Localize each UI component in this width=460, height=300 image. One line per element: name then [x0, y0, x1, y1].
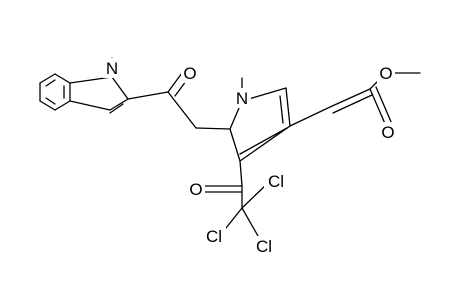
- nitrogen-label: N: [106, 59, 118, 78]
- atom-label-cl-1: Cl: [264, 171, 288, 191]
- indole-benzene-ring: [39, 73, 71, 111]
- oxygen-label: O: [381, 123, 394, 142]
- atom-label-n-indole: N: [103, 58, 121, 78]
- nitrogen-label: N: [236, 89, 248, 108]
- acrylate-side-chain: [289, 72, 421, 127]
- oxygen-label: O: [189, 180, 202, 199]
- atom-label-o-ketone: O: [181, 63, 199, 83]
- oxygen-label: O: [183, 64, 196, 83]
- atom-label-cl-3: Cl: [252, 236, 276, 256]
- atom-label-cl-2: Cl: [202, 226, 226, 246]
- atom-label-o-trichloroacetyl: O: [187, 179, 205, 199]
- chlorine-label: Cl: [256, 237, 272, 256]
- atom-label-n-pyridine: N: [233, 88, 251, 108]
- chlorine-label: Cl: [206, 227, 222, 246]
- atom-label-o-ester-ether: O: [377, 63, 395, 83]
- chlorine-label: Cl: [268, 172, 284, 191]
- oxygen-label: O: [379, 64, 392, 83]
- ketone-linker: [127, 72, 231, 130]
- trichloroacetyl-group: [199, 160, 269, 244]
- atom-label-o-ester-carbonyl: O: [379, 122, 397, 142]
